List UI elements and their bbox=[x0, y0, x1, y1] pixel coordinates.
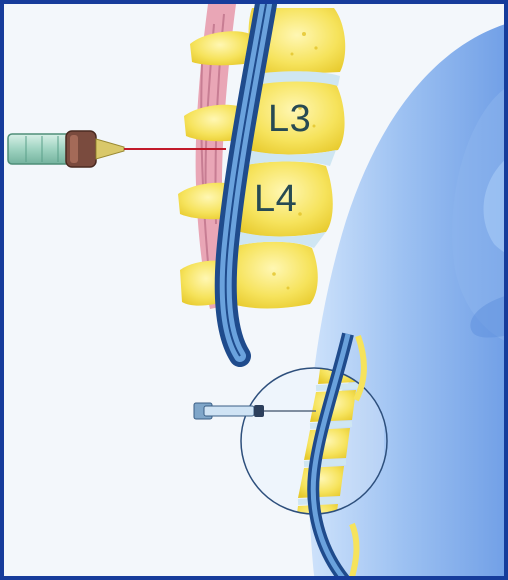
vertebra-label-l4: L4 bbox=[254, 178, 297, 221]
vertebra-label-l3: L3 bbox=[268, 98, 311, 141]
epidural-illustration bbox=[4, 4, 508, 580]
